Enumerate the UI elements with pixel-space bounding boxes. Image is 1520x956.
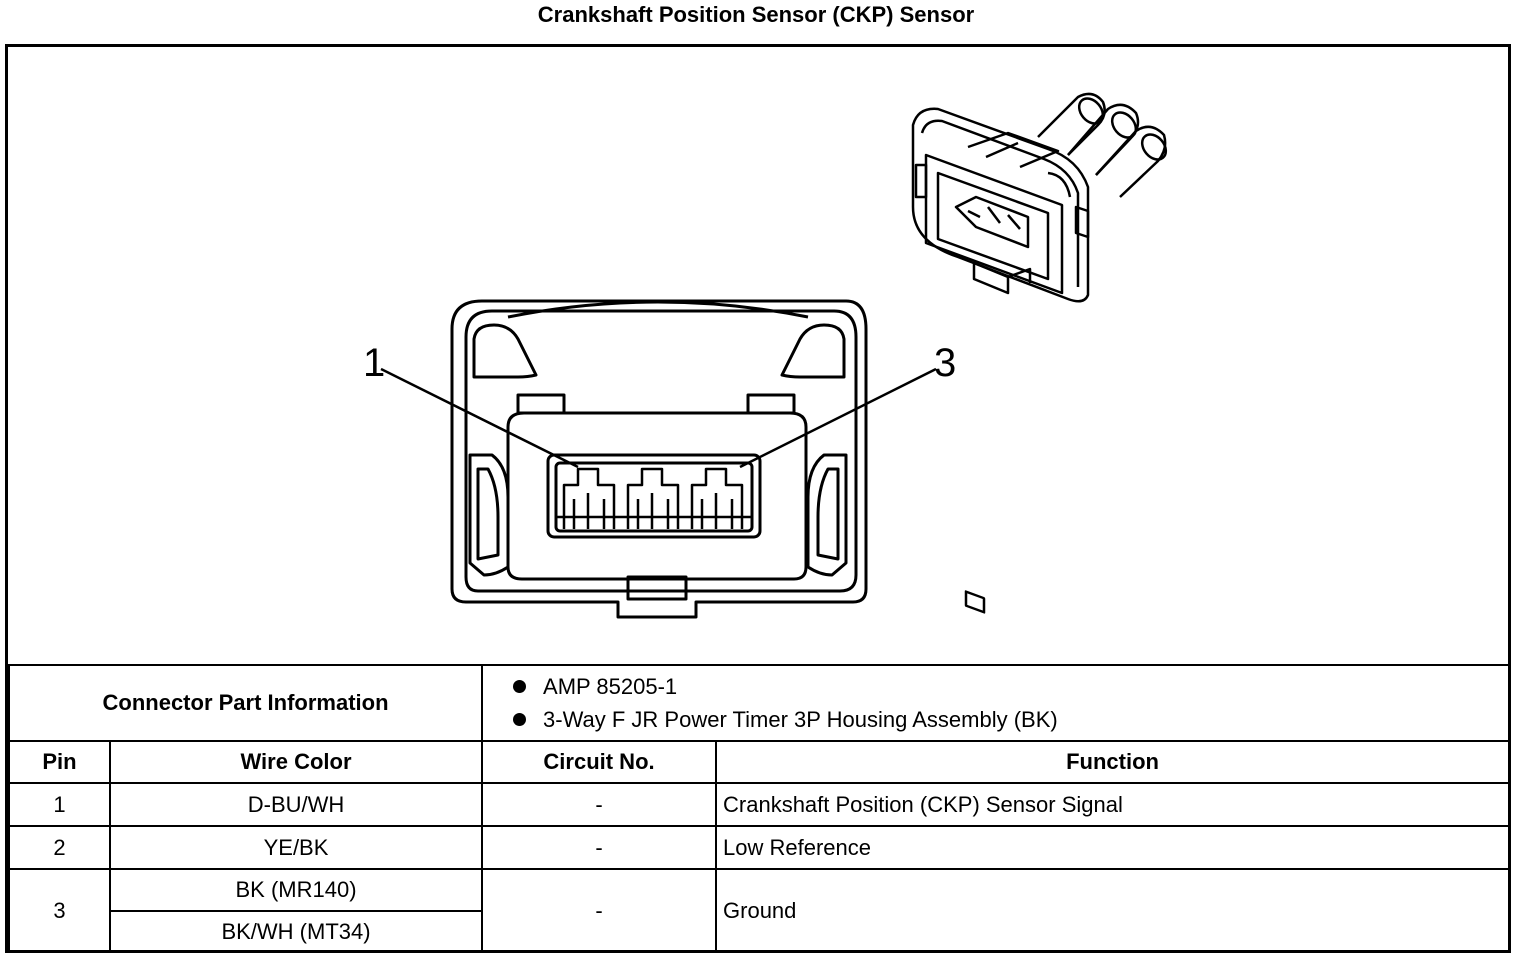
circuit-cell: - <box>481 782 718 827</box>
connector-isometric-view <box>911 92 1168 614</box>
function-cell: Ground <box>715 868 1511 953</box>
part-info-item: AMP 85205-1 <box>513 670 1502 703</box>
function-cell: Crankshaft Position (CKP) Sensor Signal <box>715 782 1511 827</box>
connector-drawing <box>380 92 1168 619</box>
table-row: 2 YE/BK - Low Reference <box>8 825 1511 870</box>
table-row: BK/WH (MT34) <box>9 910 1509 953</box>
connector-part-info-values: AMP 85205-1 3-Way F JR Power Timer 3P Ho… <box>481 664 1511 742</box>
circuit-cell: - <box>481 868 718 953</box>
col-header-function: Function <box>715 740 1511 784</box>
pin-cell: 1 <box>8 782 111 827</box>
bullet-icon <box>513 713 527 726</box>
pin-1-label: 1 <box>363 341 386 385</box>
pin-cell: 3 <box>8 868 111 953</box>
function-cell: Low Reference <box>715 825 1511 870</box>
wire-color-cell: D-BU/WH <box>108 782 484 827</box>
wire-color-cell: YE/BK <box>108 825 484 870</box>
table-row: 1 D-BU/WH - Crankshaft Position (CKP) Se… <box>8 782 1511 827</box>
diagram-frame: 1 3 Connector Part Information AMP 85205… <box>5 44 1511 953</box>
pin-cell: 2 <box>8 825 111 870</box>
connector-part-info-row: Connector Part Information AMP 85205-1 3… <box>7 664 1511 742</box>
table-header-row: Pin Wire Color Circuit No. Function <box>8 740 1511 784</box>
connector-part-info-label: Connector Part Information <box>7 664 484 742</box>
page-title: Crankshaft Position Sensor (CKP) Sensor <box>537 2 975 27</box>
col-header-circuit: Circuit No. <box>481 740 718 784</box>
connector-pinout-table: Connector Part Information AMP 85205-1 3… <box>7 664 1511 953</box>
connector-figure: 1 3 <box>8 47 1508 664</box>
col-header-wire-color: Wire Color <box>108 740 484 784</box>
part-info-item: 3-Way F JR Power Timer 3P Housing Assemb… <box>513 703 1502 736</box>
wire-color-cell: BK/WH (MT34) <box>108 910 484 953</box>
connector-face <box>450 299 868 619</box>
bullet-icon <box>513 680 527 693</box>
wire-color-cell: BK (MR140) <box>108 868 484 912</box>
col-header-pin: Pin <box>8 740 111 784</box>
pin-1-leader <box>380 367 579 469</box>
pin-3-leader <box>739 367 937 469</box>
pin-3-label: 3 <box>934 341 957 385</box>
circuit-cell: - <box>481 825 718 870</box>
table-row: 3 BK (MR140) - Ground <box>8 868 1511 953</box>
